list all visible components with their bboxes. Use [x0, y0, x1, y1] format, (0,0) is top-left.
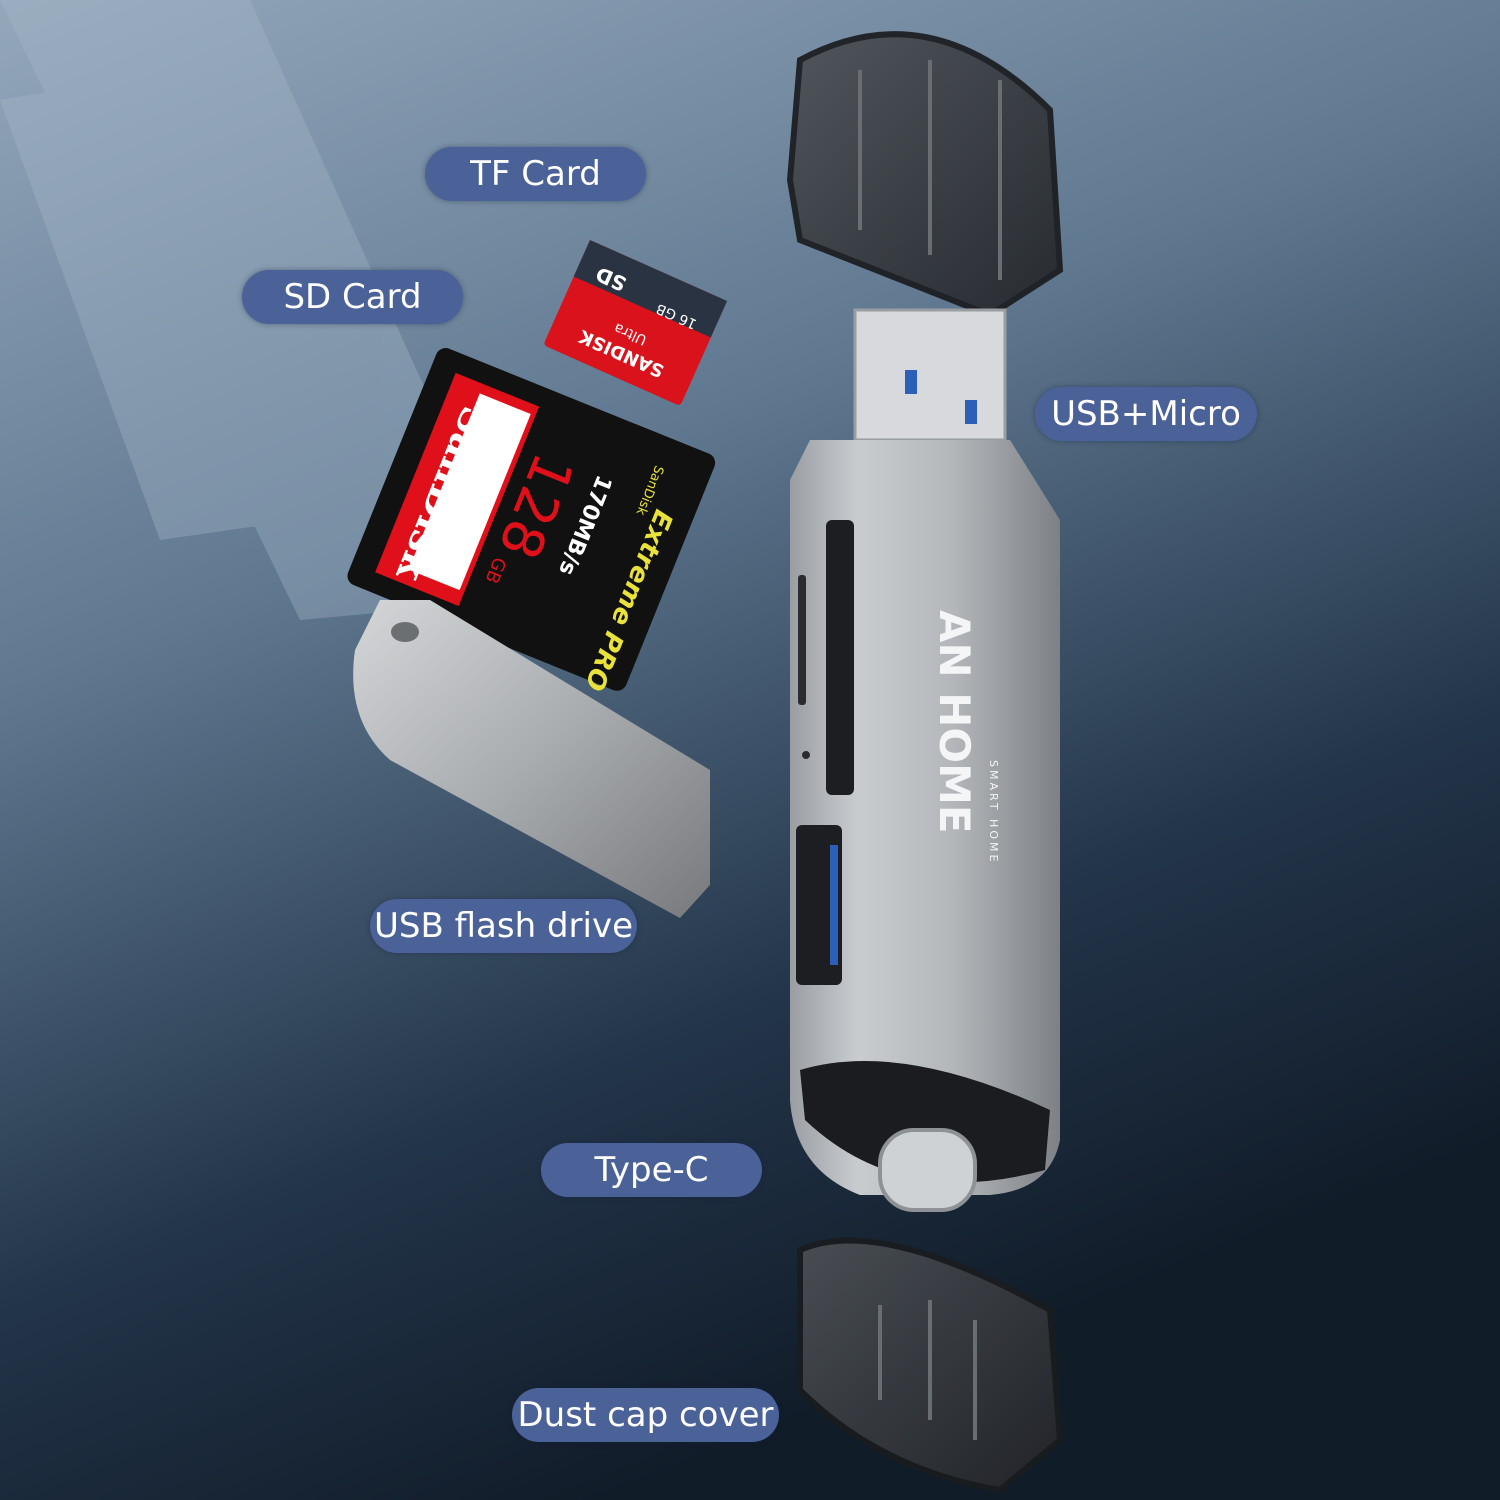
- device-tagline: SMART HOME: [987, 760, 1000, 864]
- label-tf-card: TF Card: [425, 147, 646, 201]
- top-dust-cap: [786, 31, 1064, 319]
- micro-sd-card: SANDISK Ultra 16 GB SD: [544, 239, 728, 405]
- label-dust-cap-cover: Dust cap cover: [512, 1388, 779, 1442]
- card-reader-device: AN HOME SMART HOME: [790, 308, 1060, 1212]
- bottom-dust-cap: [797, 1237, 1064, 1494]
- label-usb-flash-drive: USB flash drive: [370, 899, 637, 953]
- label-usb-micro: USB+Micro: [1035, 387, 1257, 441]
- label-sd-card: SD Card: [242, 270, 463, 324]
- device-brand: AN HOME: [930, 610, 979, 834]
- usb-flash-drive: [353, 600, 710, 918]
- label-type-c: Type-C: [541, 1143, 762, 1197]
